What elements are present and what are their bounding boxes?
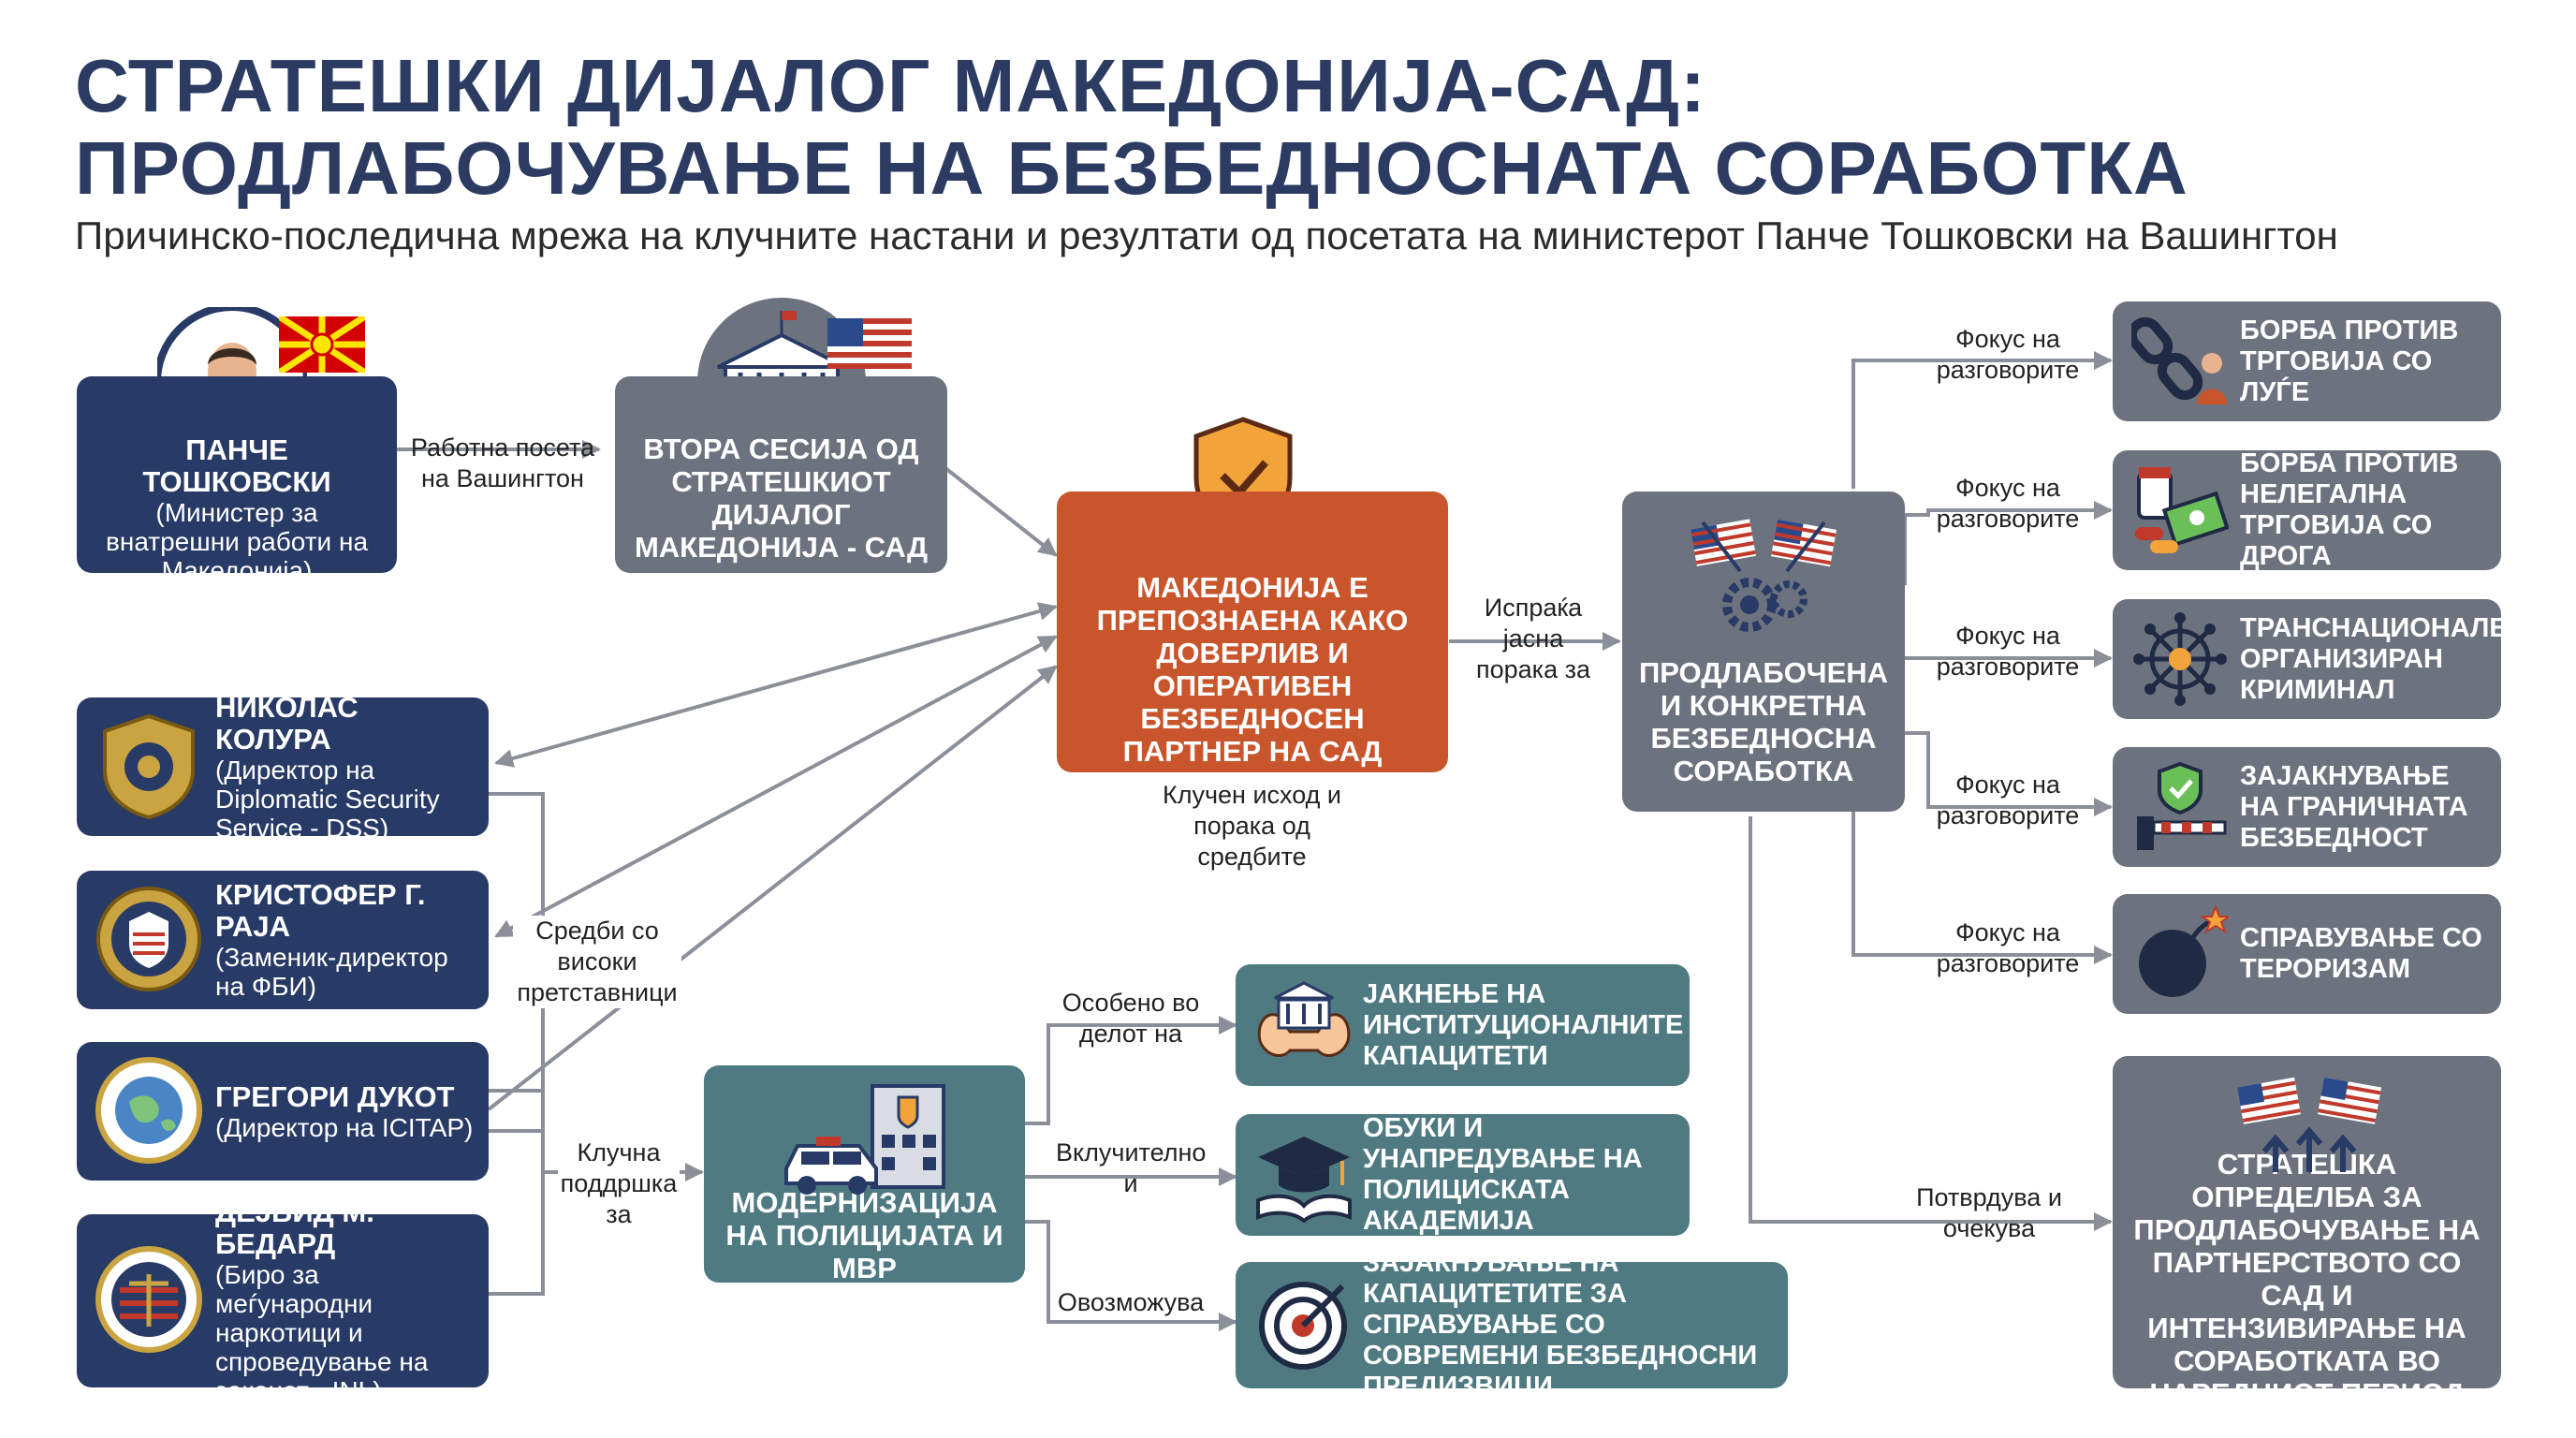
bomb-icon <box>2139 905 2229 997</box>
node-deepened-cooperation: ПРОДЛАБОЧЕНА И КОНКРЕТНА БЕЗБЕДНОСНА СОР… <box>1622 492 1905 812</box>
flags-gears-icon <box>1690 519 1837 632</box>
partner-text: МАКЕДОНИЈА Е ПРЕПОЗНАЕНА КАКО ДОВЕРЛИВ И… <box>1096 571 1409 768</box>
result-text: ОБУКИ И УНАПРЕДУВАЊЕ НА ПОЛИЦИСКАТА АКАД… <box>1363 1113 1643 1236</box>
label-sends-message: Испраќа јасна порака за <box>1476 594 1590 683</box>
label-key-support: Клучна поддршка за <box>558 1137 680 1230</box>
focus-text: ТРАНСНАЦИОНАЛЕН ОРГАНИЗИРАН КРИМИНАЛ <box>2240 612 2527 705</box>
flags-arrows-up-icon <box>2236 1077 2382 1172</box>
node-trusted-partner: МАКЕДОНИЈА Е ПРЕПОЗНАЕНА КАКО ДОВЕРЛИВ И… <box>1057 492 1448 772</box>
label-work-visit: Работна посета на Вашингтон <box>410 433 595 492</box>
label-focus-1: Фокус на разговорите <box>1936 325 2080 384</box>
focus-drug-trafficking: БОРБА ПРОТИВ НЕЛЕГАЛНА ТРГОВИЈА СО ДРОГА <box>2113 448 2501 571</box>
official-desc: (Директор на Diplomatic Security Service… <box>215 755 440 843</box>
result-text: ЈАКНЕЊЕ НА ИНСТИТУЦИОНАЛНИТЕ КАПАЦИТЕТИ <box>1363 978 1684 1071</box>
official-card-bedard: ДЕЈВИД М. БЕДАРД (Биро за меѓународни на… <box>77 1196 489 1405</box>
connector-meetings-bracket <box>489 792 545 1296</box>
node-toshkovski: ПАНЧЕ ТОШКОВСКИ (Министер за внатрешни р… <box>77 376 397 585</box>
label-focus-2: Фокус на разговорите <box>1936 474 2080 533</box>
target-icon <box>1259 1282 1347 1370</box>
official-name: ДЕЈВИД М. БЕДАРД <box>215 1196 374 1260</box>
focus-text: ЗАЈАКНУВАЊЕ НА ГРАНИЧНАТА БЕЗБЕДНОСТ <box>2240 760 2468 853</box>
focus-border-security: ЗАЈАКНУВАЊЕ НА ГРАНИЧНАТА БЕЗБЕДНОСТ <box>2113 747 2501 867</box>
label-confirms: Потврдува и очекува <box>1916 1183 2062 1242</box>
node-police-modernization: МОДЕРНИЗАЦИЈА НА ПОЛИЦИЈАТА И МВР <box>704 1065 1025 1284</box>
official-desc: (Биро за меѓународни наркотици и спровед… <box>215 1260 429 1405</box>
inl-seal-icon <box>95 1246 202 1353</box>
toshkovski-desc: (Министер за внатрешни работи на Македон… <box>105 498 369 585</box>
result-text: ЗАЈАКНУВАЊЕ НА КАПАЦИТЕТИТЕ ЗА СПРАВУВАЊ… <box>1363 1248 1758 1401</box>
icitap-seal-icon <box>95 1057 202 1164</box>
border-barrier-icon <box>2137 761 2227 850</box>
focus-text: БОРБА ПРОТИВ НЕЛЕГАЛНА ТРГОВИЈА СО ДРОГА <box>2240 448 2459 571</box>
result-modern-challenges: ЗАЈАКНУВАЊЕ НА КАПАЦИТЕТИТЕ ЗА СПРАВУВАЊ… <box>1236 1248 1788 1401</box>
label-focus-3: Фокус на разговорите <box>1936 622 2080 681</box>
police-text: МОДЕРНИЗАЦИЈА НА ПОЛИЦИЈАТА И МВР <box>725 1185 1003 1284</box>
label-meetings: Средби со високи претставници <box>513 916 681 1008</box>
focus-text: БОРБА ПРОТИВ ТРГОВИЈА СО ЛУЃЕ <box>2240 315 2459 407</box>
dss-seal-icon <box>103 713 195 819</box>
toshkovski-name: ПАНЧЕ ТОШКОВСКИ <box>142 433 331 498</box>
official-name: НИКОЛАС КОЛУРА <box>215 690 359 756</box>
label-especially: Особено во делот на <box>1061 989 1200 1048</box>
session-text: ВТОРА СЕСИЈА ОД СТРАТЕШКИОТ ДИЈАЛОГ МАКЕ… <box>634 433 929 564</box>
official-card-dukot: ГРЕГОРИ ДУКОТ (Директор на ICITAP) <box>77 1042 489 1181</box>
strong-institution-icon <box>1257 981 1351 1057</box>
connector-cooperation-focus <box>1852 359 2111 957</box>
label-focus-4: Фокус на разговорите <box>1936 770 2080 829</box>
cooperation-text: ПРОДЛАБОЧЕНА И КОНКРЕТНА БЕЗБЕДНОСНА СОР… <box>1638 656 1889 787</box>
focus-text: СПРАВУВАЊЕ СО ТЕРОРИЗАМ <box>2240 923 2482 984</box>
usa-flag-icon <box>827 318 912 369</box>
official-desc: (Директор на ICITAP) <box>215 1112 474 1142</box>
connector-dukot-partner <box>487 665 1058 1111</box>
police-car-building-icon <box>784 1084 945 1195</box>
label-focus-5: Фокус на разговорите <box>1936 918 2080 977</box>
official-card-raja: КРИСТОФЕР Г. РАЈА (Заменик-директор на Ф… <box>77 871 489 1009</box>
drugs-money-icon <box>2135 467 2229 553</box>
node-strategic-dialogue-session: ВТОРА СЕСИЈА ОД СТРАТЕШКИОТ ДИЈАЛОГ МАКЕ… <box>615 376 947 573</box>
label-enables: Овозможува <box>1057 1288 1205 1316</box>
focus-organized-crime: ТРАНСНАЦИОНАЛЕН ОРГАНИЗИРАН КРИМИНАЛ <box>2113 599 2527 719</box>
official-name: ГРЕГОРИ ДУКОТ <box>215 1079 455 1113</box>
focus-terrorism: СПРАВУВАЊЕ СО ТЕРОРИЗАМ <box>2113 894 2501 1014</box>
page-title-line-2: ПРОДЛАБОЧУВАЊЕ НА БЕЗБЕДНОСНАТА СОРАБОТК… <box>75 126 2188 210</box>
official-desc: (Заменик-директор на ФБИ) <box>215 943 448 1001</box>
focus-human-trafficking: БОРБА ПРОТИВ ТРГОВИЈА СО ЛУЃЕ <box>2113 301 2501 421</box>
page-title-line-1: СТРАТЕШКИ ДИЈАЛОГ МАКЕДОНИЈА-САД: <box>75 44 1706 127</box>
label-key-outcome: Клучен исход и порака од средбите <box>1162 781 1342 871</box>
graduation-cap-icon <box>1256 1137 1352 1223</box>
north-macedonia-flag-icon <box>279 316 365 373</box>
broken-chain-icon <box>2131 316 2227 404</box>
fbi-seal-icon <box>96 887 201 991</box>
label-including: Вклучително и <box>1056 1138 1207 1197</box>
connector-session-partner <box>944 466 1058 557</box>
page-subtitle: Причинско-последична мрежа на клучните н… <box>75 213 2338 257</box>
connector-cooperation-strategic <box>1749 816 2113 1231</box>
official-card-colura: НИКОЛАС КОЛУРА (Директор на Diplomatic S… <box>77 691 489 843</box>
connector-police-results <box>1025 1023 1234 1324</box>
connector-raja-partner <box>494 635 1058 938</box>
result-police-academy: ОБУКИ И УНАПРЕДУВАЊЕ НА ПОЛИЦИСКАТА АКАД… <box>1236 1113 1690 1236</box>
network-icon <box>2133 612 2227 706</box>
node-strategic-commitment: СТРАТЕШКА ОПРЕДЕЛБА ЗА ПРОДЛАБОЧУВАЊЕ НА… <box>2113 1056 2501 1410</box>
official-name: КРИСТОФЕР Г. РАЈА <box>215 878 426 943</box>
strategic-text: СТРАТЕШКА ОПРЕДЕЛБА ЗА ПРОДЛАБОЧУВАЊЕ НА… <box>2133 1147 2481 1410</box>
result-institutional-capacity: ЈАКНЕЊЕ НА ИНСТИТУЦИОНАЛНИТЕ КАПАЦИТЕТИ <box>1236 964 1690 1086</box>
connector-colura-partner <box>494 602 1058 768</box>
